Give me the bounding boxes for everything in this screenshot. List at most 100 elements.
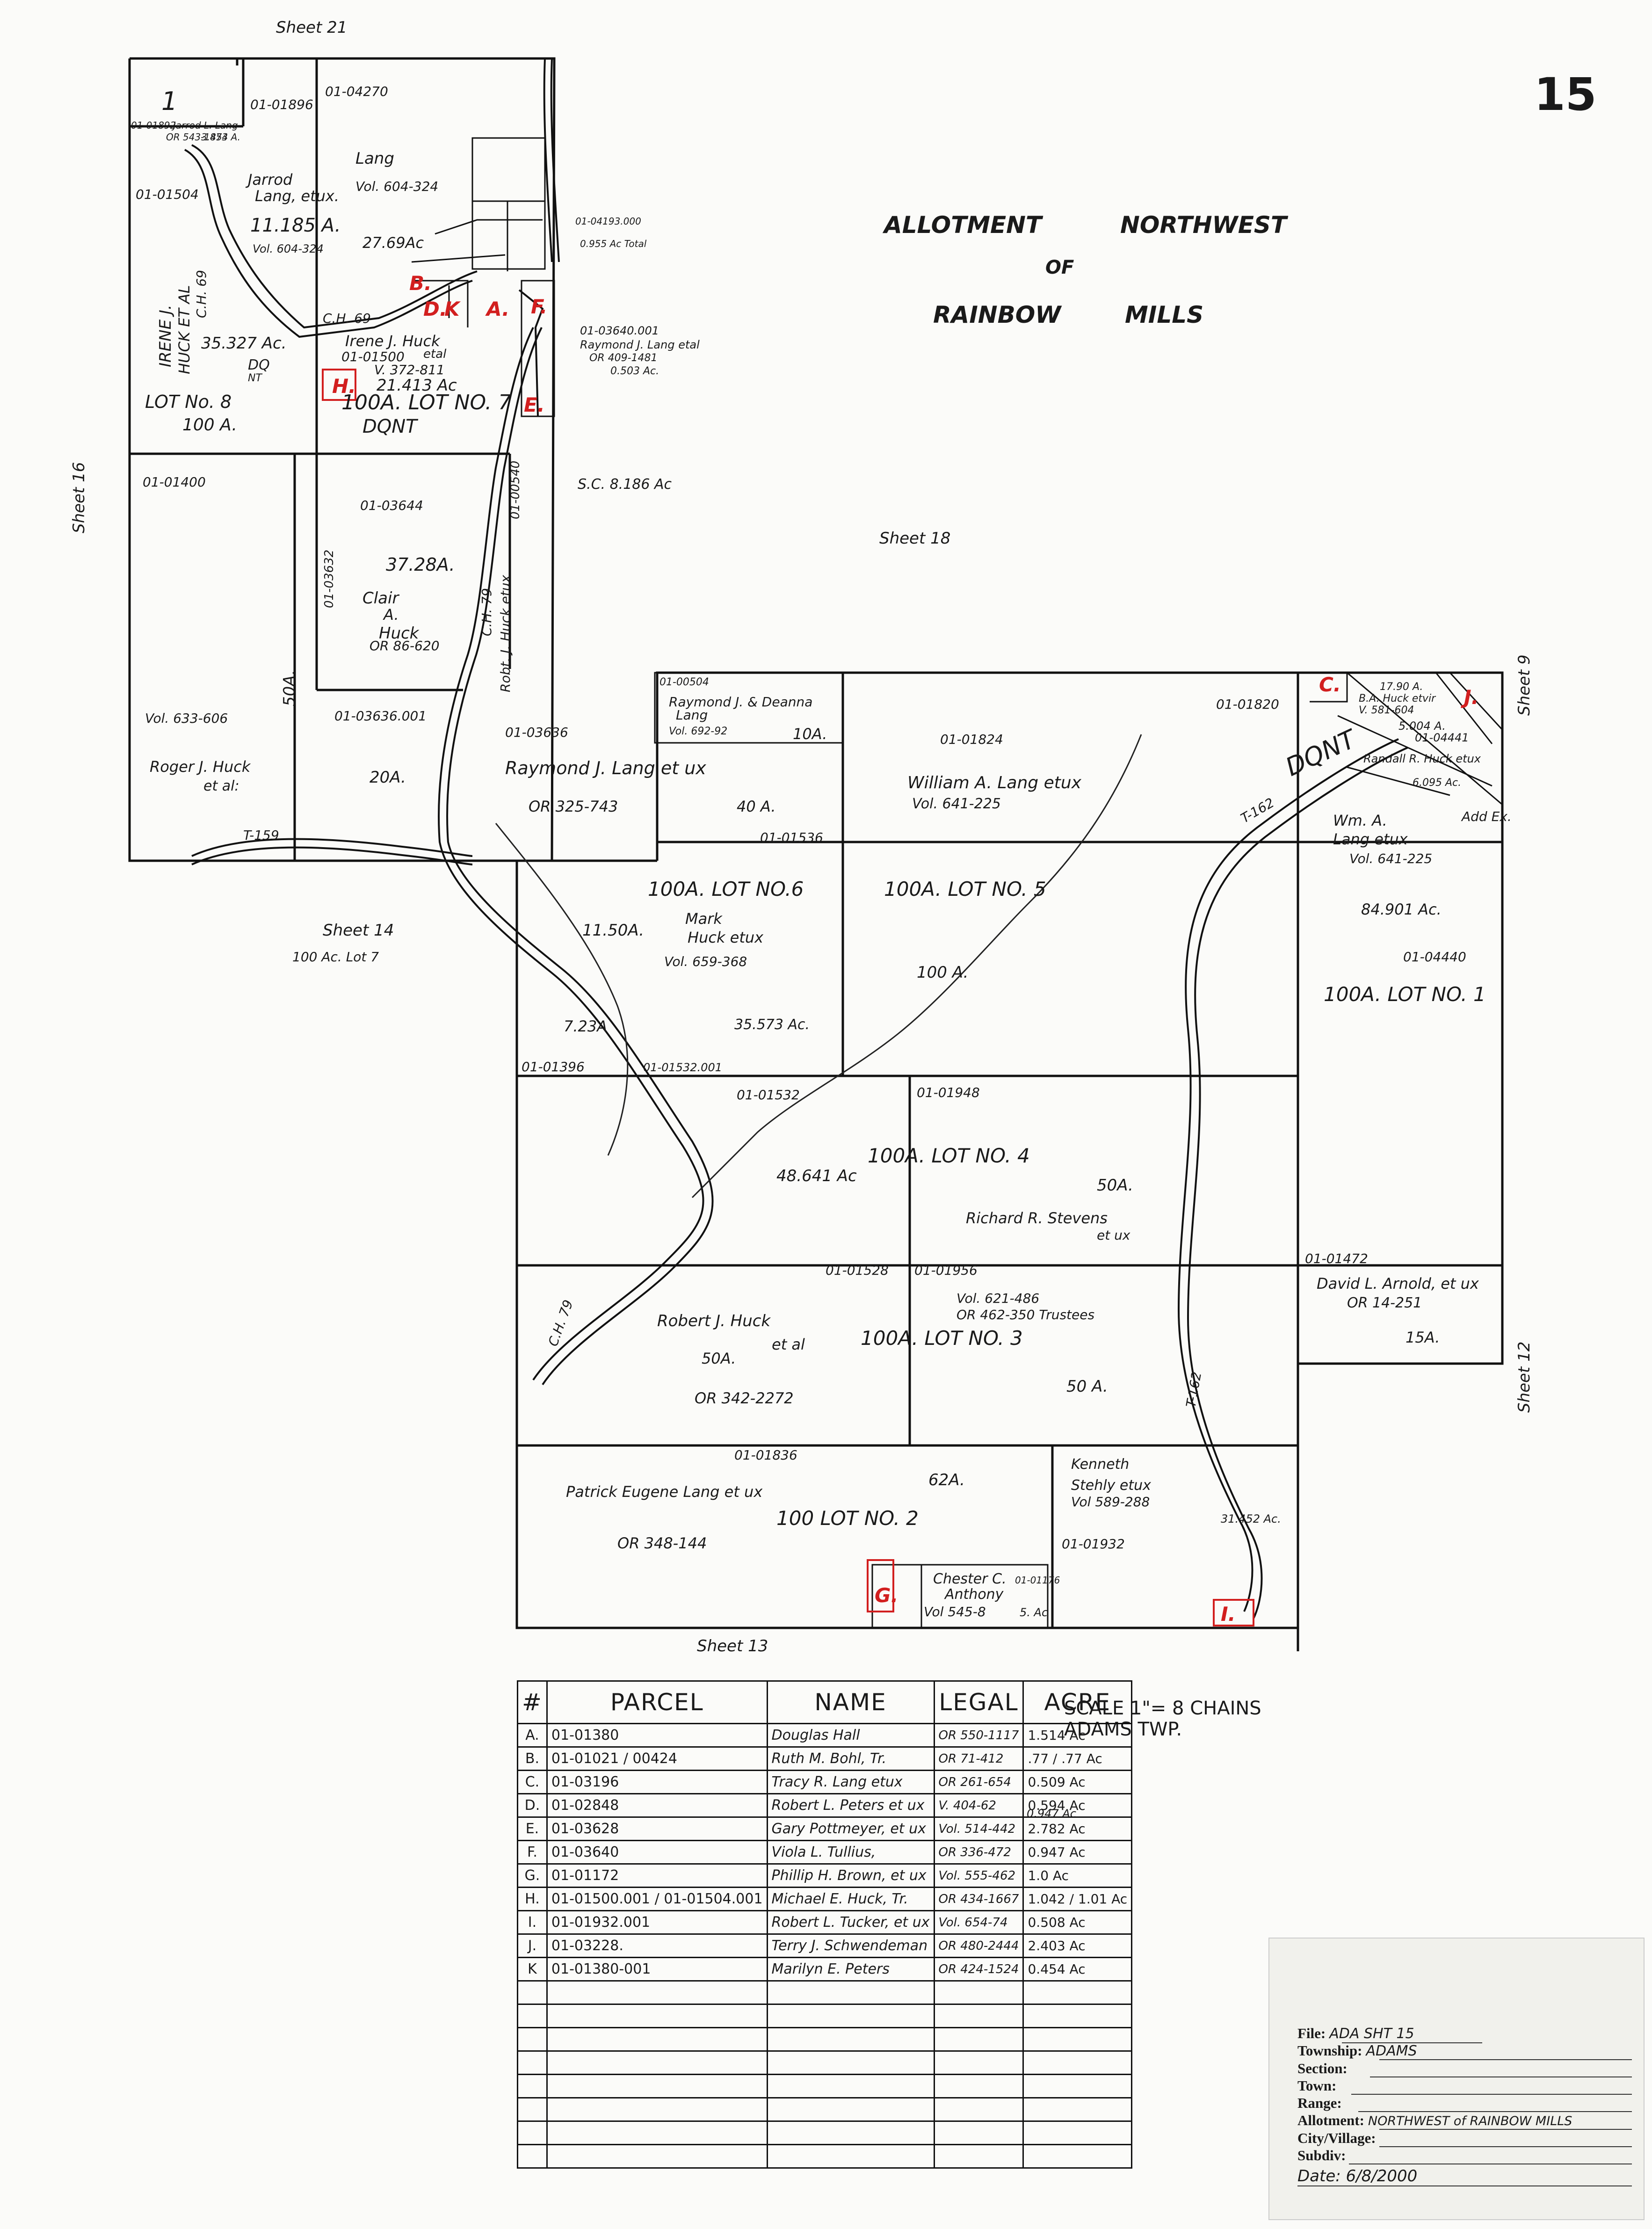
card-file-row: File:ADA SHT 15 (1297, 2025, 1414, 2042)
card-township-label: Township: (1297, 2042, 1362, 2059)
map-title: ALLOTMENT NORTHWEST OF RAINBOW MILLS (882, 211, 1289, 328)
legend-name: Robert L. Tucker, et ux (766, 1910, 935, 1935)
legend-key: A. (517, 1723, 548, 1748)
roger-huck-owner2: et al: (203, 778, 239, 794)
parcel-01948-id: 01-01948 (917, 1085, 980, 1100)
legend-acre (1022, 1980, 1133, 2005)
legend-row (517, 2120, 1133, 2145)
parcel-04270-owner: Lang (355, 149, 394, 168)
legend-acre (1022, 2004, 1133, 2028)
legend-legal: OR 71-412 (933, 1746, 1024, 1771)
parcel-01956-id: 01-01956 (914, 1263, 978, 1278)
parcel-01948-owner2: et ux (1097, 1227, 1130, 1243)
card-city-row: City/Village: (1297, 2130, 1376, 2147)
legend-header-legal: LEGAL (933, 1680, 1024, 1724)
parcel-01956-deed2: OR 462-350 Trustees (956, 1307, 1094, 1322)
sheet-ref-left-lower: Sheet 14 (323, 921, 394, 940)
legend-legal (933, 2050, 1024, 2075)
parcel-01836-owner: Patrick Eugene Lang et ux (566, 1483, 763, 1501)
card-file-label: File: (1297, 2025, 1326, 2041)
legend-key (517, 2120, 548, 2145)
road-ch79-label-b: C.H. 79 (545, 1298, 576, 1348)
legend-key: I. (517, 1910, 548, 1935)
parcel-01824-acres: 100 A. (917, 963, 968, 982)
card-range-row: Range: (1297, 2095, 1342, 2112)
legend-acre: 0.947 Ac (1022, 1840, 1133, 1865)
legend-parcel (546, 2120, 768, 2145)
legend-legal (933, 1980, 1024, 2005)
parcel-01532-001-id: 01-01532.001 (643, 1061, 722, 1074)
legend-key (517, 2074, 548, 2098)
legend-key (517, 2144, 548, 2169)
lot-8-label: LOT No. 8 (145, 392, 232, 412)
parcel-01948-acres: 50A. (1097, 1176, 1133, 1195)
sc-note: S.C. 8.186 Ac (578, 476, 672, 493)
legend-acre: 0.594 Ac (1022, 1793, 1133, 1818)
lot8-acres: 35.327 Ac. (201, 334, 287, 353)
parcel-00504-acres: 10A. (793, 725, 827, 743)
sheet-ref-middle: Sheet 18 (879, 529, 950, 548)
ba-huck-acres: 17.90 A. (1380, 681, 1423, 693)
legend-header-acre: ACRE (1022, 1680, 1133, 1724)
legend-parcel: 01-02848 (546, 1793, 768, 1818)
parcel-01528-owner2: et al (772, 1336, 805, 1353)
title-of: OF (1045, 257, 1074, 278)
legend-acre: 0.508 Ac (1022, 1910, 1133, 1935)
legend-row (517, 2027, 1133, 2052)
legend-name (766, 2120, 935, 2145)
legend-legal (933, 2097, 1024, 2122)
legend-header-parcel: PARCEL (546, 1680, 768, 1724)
legend-row (517, 2097, 1133, 2122)
legend-name: Ruth M. Bohl, Tr. (766, 1746, 935, 1771)
red-label-f: F. (531, 295, 547, 318)
parcel-04193-acres: 0.955 Ac Total (580, 238, 647, 249)
parcel-01536-deed: Vol. 659-368 (664, 954, 747, 969)
legend-acre: 1.042 / 1.01 Ac (1022, 1887, 1133, 1911)
legend-parcel (546, 2004, 768, 2028)
legend-name: Gary Pottmeyer, et ux (766, 1816, 935, 1841)
stehly-id: 01-01932 (1062, 1536, 1125, 1552)
parcel-01536-acres: 35.573 Ac. (734, 1016, 810, 1033)
legend-parcel: 01-01380-001 (546, 1957, 768, 1982)
legend-acre: 0.454 Ac (1022, 1957, 1133, 1982)
lot8-dq: DQ (248, 357, 270, 373)
legend-header-num: # (517, 1680, 548, 1724)
legend-acre: 1.514 Ac (1022, 1723, 1133, 1748)
parcel-03636-acres: 40 A. (737, 798, 776, 815)
card-allotment-row: Allotment:NORTHWEST of RAINBOW MILLS (1297, 2112, 1572, 2129)
road-t159-label: T-159 (243, 828, 279, 843)
legend-legal: OR 550-1117 (933, 1723, 1024, 1748)
legend-row (517, 2074, 1133, 2098)
legend-key: J. (517, 1933, 548, 1958)
sheet-number-text: 15 (1534, 68, 1597, 121)
legend-parcel: 01-01172 (546, 1863, 768, 1888)
legend-legal (933, 2120, 1024, 2145)
parcel-01896-id: 01-01896 (250, 97, 313, 112)
parcel-01500-owner: Irene J. Huck (345, 332, 441, 350)
parcel-04270-acres: 27.69Ac (362, 234, 424, 252)
roger-huck-owner1: Roger J. Huck (150, 758, 251, 776)
parcel-04440-owner2: Lang etux (1333, 830, 1408, 848)
road-ch79-label-a: C.H. 79 (479, 588, 494, 636)
legend-name: Marilyn E. Peters (766, 1957, 935, 1982)
parcel-01824-id: 01-01824 (940, 732, 1003, 747)
legend-acre (1022, 2027, 1133, 2052)
sheet-ref-left: Sheet 16 (70, 462, 88, 533)
parcel-04441-owner: Randall R. Huck etux (1363, 752, 1481, 765)
legend-acre (1022, 2144, 1133, 2169)
red-label-j: J. (1461, 686, 1479, 709)
parcel-04440-id: 01-04440 (1403, 949, 1466, 965)
red-label-d: D. (423, 298, 447, 320)
legend-parcel: 01-01380 (546, 1723, 768, 1748)
parcel-01836-acres: 62A. (928, 1471, 965, 1489)
parcel-03632-id: 01-03632 (322, 550, 336, 608)
parcel-03644-acres: 37.28A. (386, 554, 455, 575)
legend-key (517, 2027, 548, 2052)
parcel-01948-owner1: Richard R. Stevens (966, 1209, 1108, 1227)
legend-name (766, 1980, 935, 2005)
legend-name: Phillip H. Brown, et ux (766, 1863, 935, 1888)
